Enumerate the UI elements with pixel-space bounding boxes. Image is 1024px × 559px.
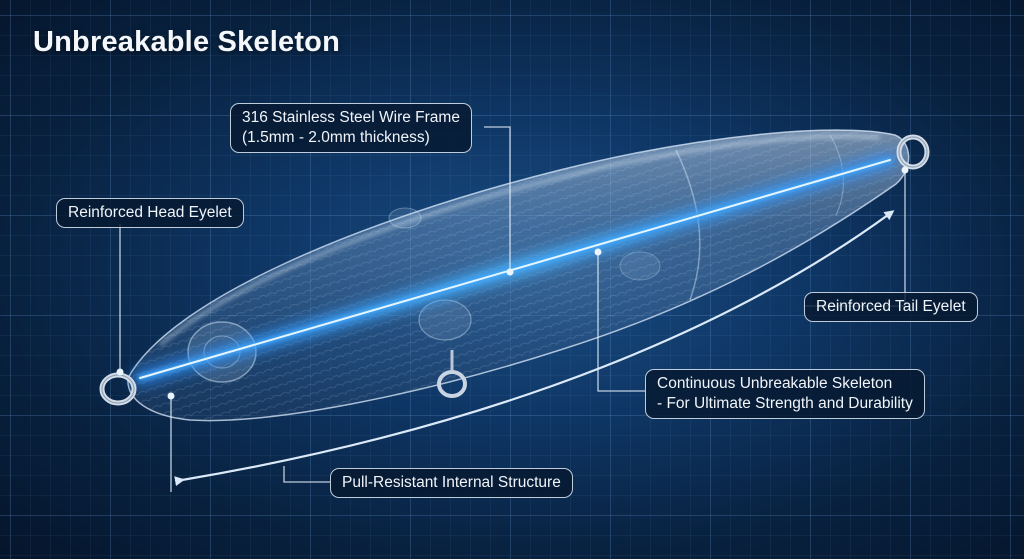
leader-wire-frame bbox=[484, 126, 511, 272]
callout-tail-eyelet: Reinforced Tail Eyelet bbox=[804, 292, 978, 322]
callout-wire-frame-line2: (1.5mm - 2.0mm thickness) bbox=[242, 129, 430, 146]
leader-pull-resistant bbox=[283, 466, 330, 483]
callout-skeleton-line1: Continuous Unbreakable Skeleton bbox=[657, 375, 893, 392]
callout-skeleton-line2: - For Ultimate Strength and Durability bbox=[657, 395, 913, 412]
callout-head-eyelet: Reinforced Head Eyelet bbox=[56, 198, 244, 228]
callout-wire-frame-line1: 316 Stainless Steel Wire Frame bbox=[242, 109, 460, 126]
leader-dot-tail-eyelet bbox=[901, 166, 909, 174]
tail-eyelet bbox=[896, 134, 930, 170]
page-title: Unbreakable Skeleton bbox=[33, 26, 340, 58]
length-arrow bbox=[174, 210, 895, 487]
callout-skeleton: Continuous Unbreakable Skeleton - For Ul… bbox=[645, 369, 925, 419]
leader-dot-skeleton bbox=[594, 248, 602, 256]
head-eyelet bbox=[99, 372, 137, 406]
leader-dot-wire-frame bbox=[506, 268, 514, 276]
callout-pull-resistant: Pull-Resistant Internal Structure bbox=[330, 468, 573, 498]
leader-skeleton bbox=[597, 252, 645, 392]
leader-dot-head-eyelet bbox=[116, 368, 124, 376]
leader-dot-pull-resistant bbox=[167, 392, 175, 400]
callout-wire-frame: 316 Stainless Steel Wire Frame (1.5mm - … bbox=[230, 103, 472, 153]
